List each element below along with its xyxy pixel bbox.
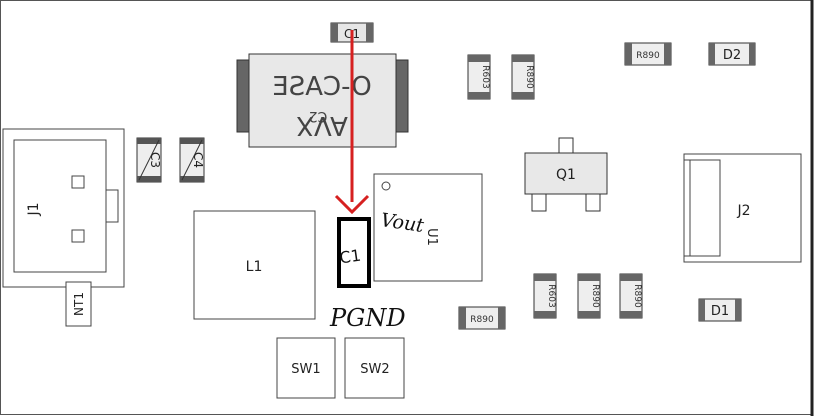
pgnd-annotation: PGND xyxy=(329,304,406,332)
l1-inductor: L1 xyxy=(193,210,316,320)
j2-label: J2 xyxy=(736,203,750,219)
resistor-bottom-3-label: R890 xyxy=(590,284,600,308)
resistor-bottom-1: R890 xyxy=(458,306,506,330)
c1-marked-label: C1 xyxy=(338,246,362,268)
resistor-top-2-label: R890 xyxy=(524,65,534,89)
nt1-component: NT1 xyxy=(65,281,92,327)
resistor-bottom-1-label: R890 xyxy=(470,315,494,325)
nt1-label: NT1 xyxy=(72,292,86,316)
u1-label: U1 xyxy=(424,228,439,246)
u1-pin1-dot xyxy=(381,181,391,191)
resistor-bottom-4-label: R890 xyxy=(632,284,642,308)
c3-label: C3 xyxy=(148,152,162,168)
c2-avx-label: AVX xyxy=(296,110,348,140)
sw1-label: SW1 xyxy=(291,362,320,377)
d1-diode: D1 xyxy=(698,298,742,322)
resistor-bottom-2-label: R603 xyxy=(546,284,556,307)
q1-label: Q1 xyxy=(556,167,576,183)
c2-ref-label: C2 xyxy=(309,108,328,124)
c1-highlighted-component: C1 xyxy=(337,217,371,288)
d2-label: D2 xyxy=(723,48,741,63)
c2-capacitor: O-CASE C2 AVX xyxy=(236,53,409,148)
resistor-bottom-2: R603 xyxy=(533,273,557,319)
red-arrow-annotation xyxy=(334,30,370,215)
c4-capacitor: C4 xyxy=(179,137,205,183)
d2-diode: D2 xyxy=(708,42,756,66)
j1-label: J1 xyxy=(26,202,42,216)
u1-ic: U1 xyxy=(373,173,483,282)
sw2-switch: SW2 xyxy=(344,337,405,399)
resistor-top-3: R890 xyxy=(624,42,672,66)
j1-connector: J1 xyxy=(2,128,125,288)
c4-label: C4 xyxy=(191,152,205,168)
resistor-top-1: R603 xyxy=(467,54,491,100)
resistor-top-1-label: R603 xyxy=(480,65,490,88)
resistor-bottom-3: R890 xyxy=(577,273,601,319)
q1-transistor: Q1 xyxy=(524,137,608,212)
l1-label: L1 xyxy=(246,259,263,275)
sw2-label: SW2 xyxy=(360,362,389,377)
resistor-top-2: R890 xyxy=(511,54,535,100)
resistor-top-3-label: R890 xyxy=(636,51,660,61)
c2-case-label: O-CASE xyxy=(272,72,371,102)
j2-connector: J2 xyxy=(683,153,802,263)
resistor-bottom-4: R890 xyxy=(619,273,643,319)
c3-capacitor: C3 xyxy=(136,137,162,183)
sw1-switch: SW1 xyxy=(276,337,336,399)
d1-label: D1 xyxy=(711,304,729,319)
